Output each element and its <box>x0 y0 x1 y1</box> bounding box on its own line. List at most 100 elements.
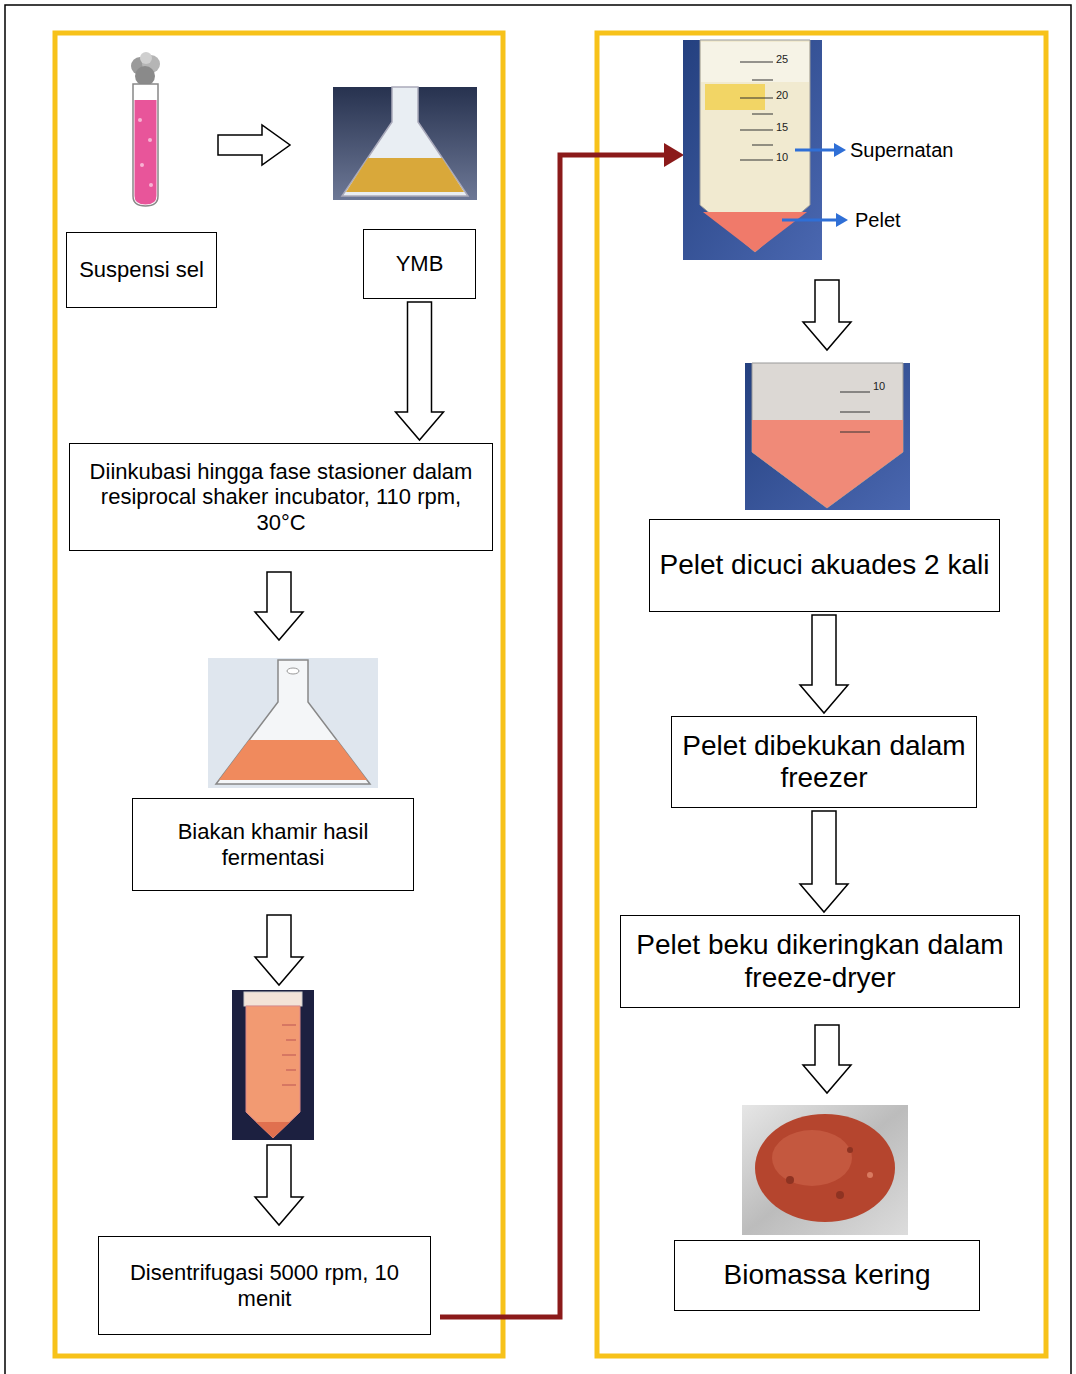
hollow-arrow <box>218 125 290 165</box>
process-box: Biomassa kering <box>674 1240 980 1311</box>
hollow-arrow-part <box>218 125 290 165</box>
page-border <box>5 5 1071 1374</box>
text-stack: Diinkubasi hingga fase stasioner dalam r… <box>78 459 484 535</box>
text-stack: Pelet dicuci akuades 2 kali <box>660 549 990 581</box>
panel-connector-part <box>664 143 684 167</box>
box-text: Suspensi sel <box>79 257 204 282</box>
flask-photo-part <box>346 158 464 192</box>
centrifuge-tube-photo-part <box>752 363 903 508</box>
process-box: YMB <box>363 229 476 299</box>
test-tube-photo-part <box>148 138 152 142</box>
leader-arrow <box>782 143 848 227</box>
hollow-arrow-part <box>255 572 303 640</box>
test-tube-photo-part <box>135 100 157 205</box>
hollow-arrow <box>255 1145 303 1225</box>
text-stack: YMB <box>396 251 444 276</box>
centrifuge-tube-photo-part <box>246 1006 300 1138</box>
test-tube-photo-part <box>140 163 144 167</box>
process-box: Biakan khamir hasil fermentasi <box>132 798 414 891</box>
centrifuge-tube-photo-part <box>282 1025 296 1085</box>
box-text: YMB <box>396 251 444 276</box>
page-border-part <box>5 5 1071 1374</box>
test-tube-photo-part <box>135 66 155 86</box>
biomass-photo-part <box>836 1191 844 1199</box>
scale-number: 15 <box>776 121 788 133</box>
centrifuge-tube-photo-part <box>740 62 773 160</box>
test-tube-photo <box>131 52 160 206</box>
centrifuge-tube-photo-part <box>705 84 765 110</box>
centrifuge-tube-photo-part <box>703 212 807 252</box>
process-box: Pelet dicuci akuades 2 kali <box>649 519 1000 612</box>
process-box: Pelet beku dikeringkan dalam freeze-drye… <box>620 915 1020 1008</box>
panel-frame-part <box>597 33 1046 1356</box>
leader-arrow-part <box>782 219 838 222</box>
flask-photo-part <box>287 668 299 674</box>
flow-arrow <box>396 302 444 440</box>
box-text: Diinkubasi hingga fase stasioner dalam r… <box>78 459 484 535</box>
text-stack: Biomassa kering <box>724 1259 931 1291</box>
flask-photo-part <box>219 740 367 780</box>
callout-label: Supernatan <box>850 139 953 161</box>
centrifuge-tube-photo-part <box>256 1122 290 1138</box>
process-box: Disentrifugasi 5000 rpm, 10 menit <box>98 1236 431 1335</box>
text-stack: Biakan khamir hasil fermentasi <box>141 819 405 870</box>
hollow-arrow-part <box>255 915 303 985</box>
callout-label: Pelet <box>855 209 901 231</box>
hollow-arrow <box>803 1025 851 1093</box>
panel-frame <box>55 33 1046 1356</box>
flask-photo-part <box>342 87 468 196</box>
text-stack: Disentrifugasi 5000 rpm, 10 menit <box>107 1260 422 1311</box>
flow-arrow <box>800 811 848 912</box>
panel-connector-part <box>440 155 666 1317</box>
leader-arrow-part <box>834 143 846 157</box>
hollow-arrow-part <box>255 1145 303 1225</box>
centrifuge-tube-photo <box>232 990 314 1140</box>
scale-number: 20 <box>776 89 788 101</box>
test-tube-photo-part <box>140 52 152 64</box>
hollow-arrow <box>803 280 851 350</box>
text-stack: Pelet dibekukan dalam freezer <box>680 730 968 794</box>
flow-arrow <box>800 615 848 713</box>
process-box: Suspensi sel <box>66 232 217 308</box>
test-tube-photo-part <box>133 84 158 206</box>
panel-connector <box>440 143 684 1317</box>
biomass-photo-part <box>772 1130 852 1186</box>
test-tube-photo-part <box>149 183 153 187</box>
leader-arrow-part <box>836 213 848 227</box>
biomass-photo <box>742 1105 908 1235</box>
centrifuge-tube-photo-part <box>745 363 910 510</box>
biomass-photo-part <box>847 1147 853 1153</box>
leader-arrow-part <box>795 149 836 152</box>
flask-photo-part <box>216 660 370 784</box>
flask-photo <box>333 87 477 200</box>
centrifuge-tube-photo-part <box>752 420 903 508</box>
biomass-photo-part <box>742 1105 908 1235</box>
text-stack: Suspensi sel <box>79 257 204 282</box>
scale-number: 10 <box>873 380 885 392</box>
box-text: Disentrifugasi 5000 rpm, 10 menit <box>107 1260 422 1311</box>
biomass-photo-part <box>867 1172 873 1178</box>
hollow-arrow <box>255 572 303 640</box>
scale-number: 25 <box>776 53 788 65</box>
centrifuge-tube-photo-part <box>840 392 870 432</box>
hollow-arrow <box>255 915 303 985</box>
box-text: Pelet dibekukan dalam freezer <box>680 730 968 794</box>
process-box: Diinkubasi hingga fase stasioner dalam r… <box>69 443 493 551</box>
text-stack: Pelet beku dikeringkan dalam freeze-drye… <box>629 929 1011 993</box>
test-tube-photo-part <box>138 118 142 122</box>
process-box: Pelet dibekukan dalam freezer <box>671 716 977 808</box>
centrifuge-tube-photo-part <box>232 990 314 1140</box>
biomass-photo-part <box>755 1114 895 1222</box>
biomass-photo-part <box>786 1176 794 1184</box>
panel-frame-part <box>55 33 503 1356</box>
centrifuge-tube-photo <box>745 363 910 510</box>
scale-number: 10 <box>776 151 788 163</box>
centrifuge-tube-photo-part <box>244 992 302 1006</box>
flask-photo-part <box>333 87 477 200</box>
hollow-arrow-part <box>803 1025 851 1093</box>
box-text: Pelet dicuci akuades 2 kali <box>660 549 990 581</box>
box-text: Biomassa kering <box>724 1259 931 1291</box>
